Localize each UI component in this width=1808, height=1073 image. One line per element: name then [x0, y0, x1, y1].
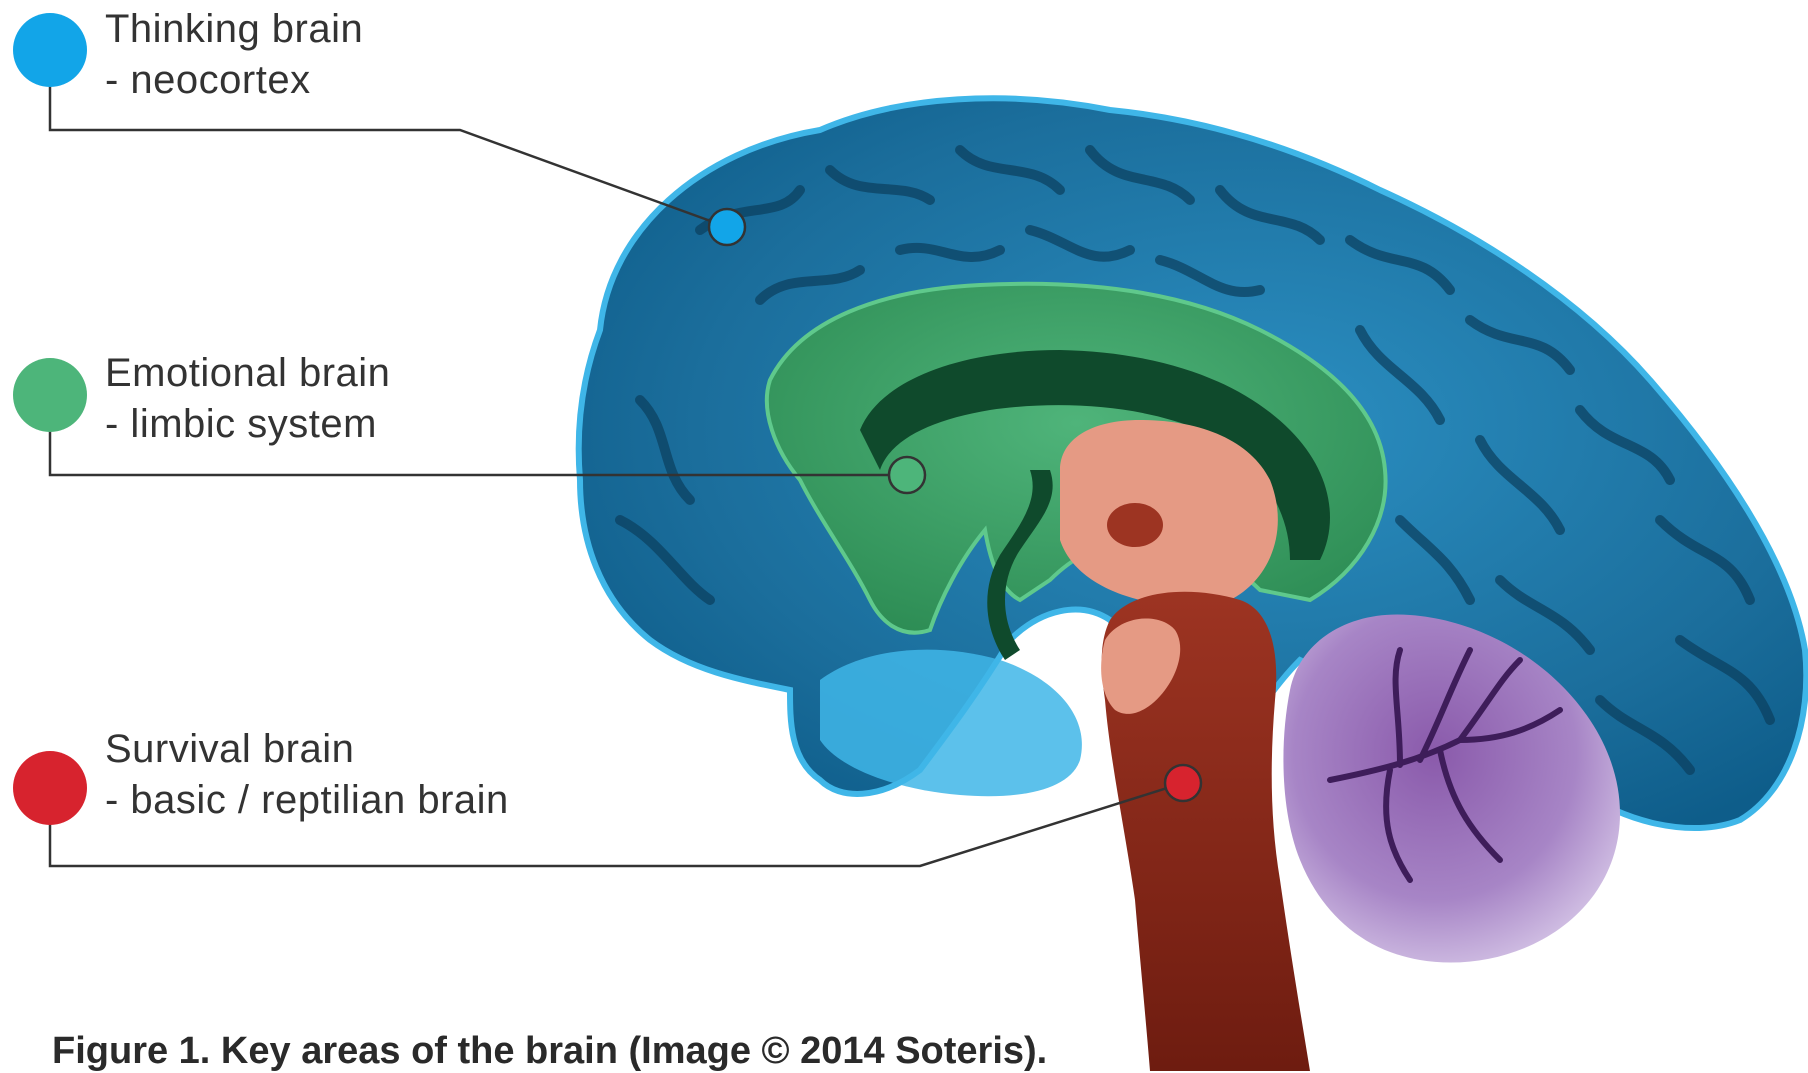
anchor-dot-survival	[1165, 765, 1201, 801]
anchor-dot-thinking	[709, 209, 745, 245]
legend-title-thinking: Thinking brain	[105, 4, 363, 55]
legend-subtitle-survival: - basic / reptilian brain	[105, 775, 509, 826]
legend-label-emotional: Emotional brain - limbic system	[105, 348, 390, 450]
legend-title-survival: Survival brain	[105, 724, 509, 775]
legend-dot-survival	[13, 751, 87, 825]
legend-label-thinking: Thinking brain - neocortex	[105, 4, 363, 106]
legend-subtitle-emotional: - limbic system	[105, 399, 390, 450]
anchor-dot-emotional	[889, 457, 925, 493]
legend-dot-thinking	[13, 13, 87, 87]
thalamus-spot	[1107, 503, 1163, 547]
legend-dot-emotional	[13, 358, 87, 432]
legend-title-emotional: Emotional brain	[105, 348, 390, 399]
legend-subtitle-thinking: - neocortex	[105, 55, 363, 106]
figure-caption: Figure 1. Key areas of the brain (Image …	[52, 1030, 1047, 1073]
legend-label-survival: Survival brain - basic / reptilian brain	[105, 724, 509, 826]
legend-dots	[13, 13, 87, 825]
